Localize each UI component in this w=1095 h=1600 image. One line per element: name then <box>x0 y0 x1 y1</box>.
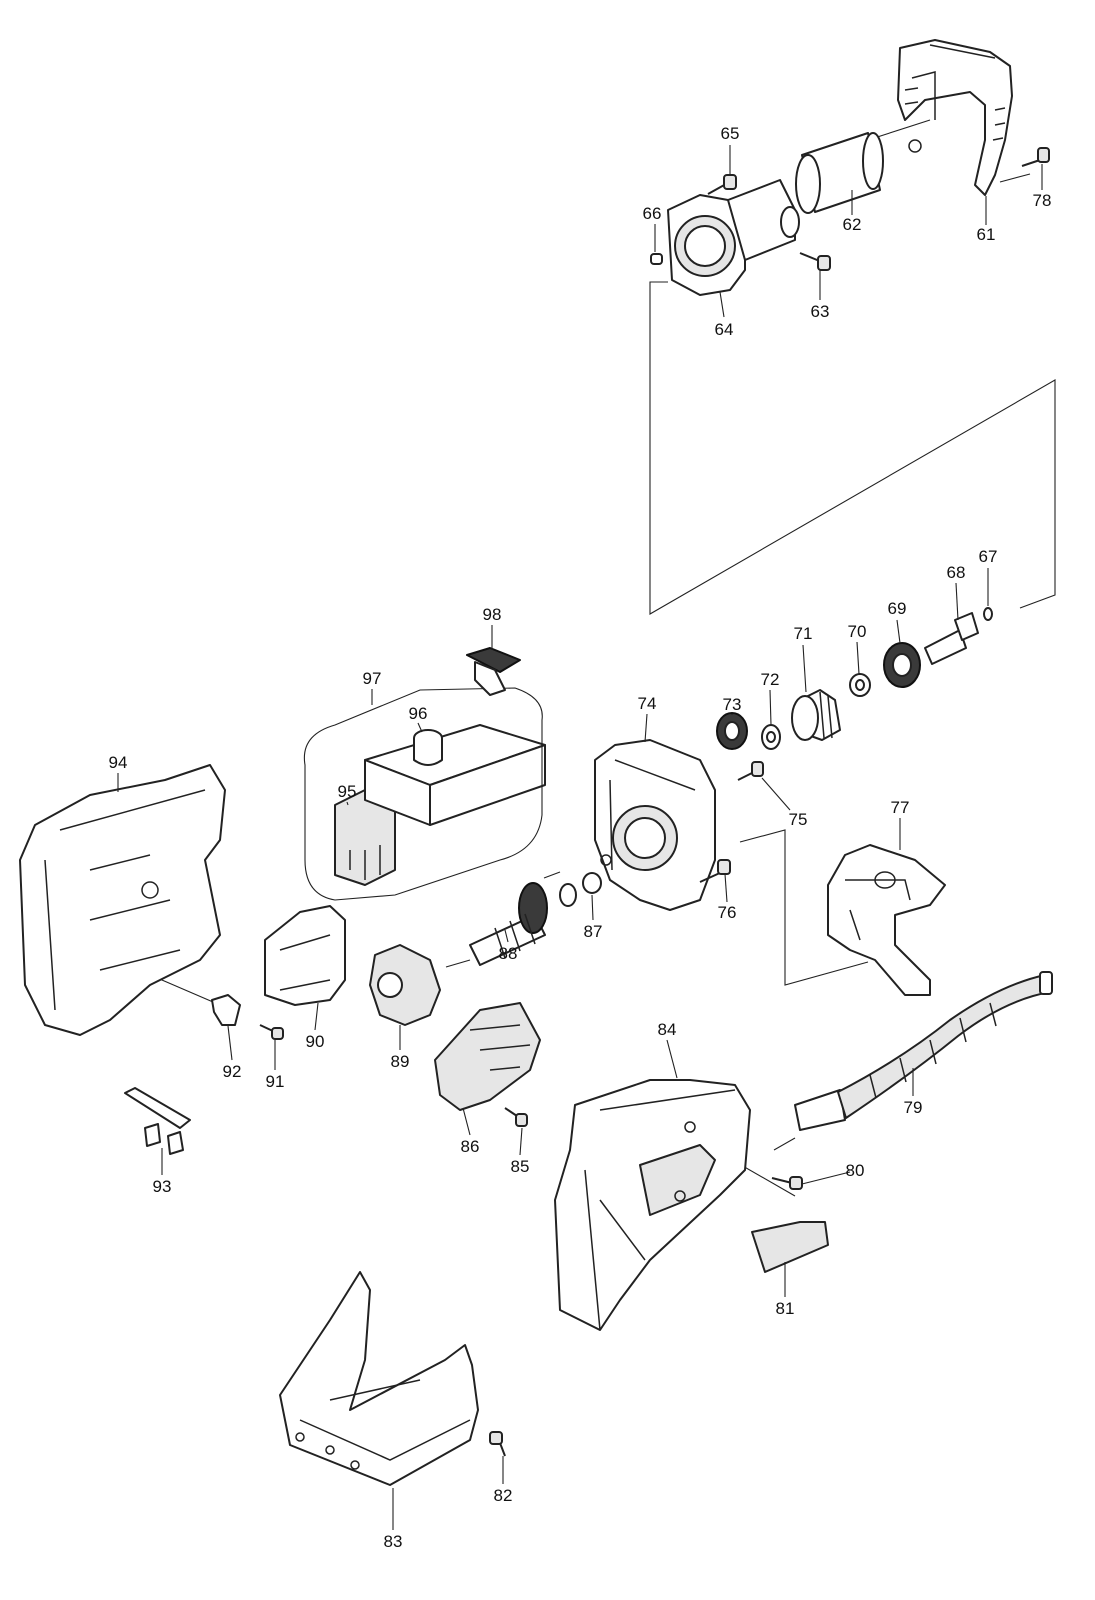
part-64-gear-housing <box>667 179 800 296</box>
part-69-bearing <box>883 642 921 688</box>
label-86: 86 <box>461 1137 480 1156</box>
part-77-cover <box>827 844 946 996</box>
part-76-screw <box>699 859 731 883</box>
label-80: 80 <box>846 1161 865 1180</box>
label-70: 70 <box>848 622 867 641</box>
part-83-stand <box>279 1271 479 1486</box>
part-73-bearing <box>716 712 748 750</box>
part-75-screw <box>737 761 764 781</box>
label-83: 83 <box>384 1532 403 1551</box>
label-87: 87 <box>584 922 603 941</box>
part-72-washer <box>761 724 781 750</box>
part-65-screw <box>707 174 737 195</box>
part-63-screw <box>799 252 831 271</box>
label-93: 93 <box>153 1177 172 1196</box>
part-labels: 61 62 63 64 65 66 67 68 69 70 71 72 73 7… <box>109 124 1052 1551</box>
label-82: 82 <box>494 1486 513 1505</box>
label-67: 67 <box>979 547 998 566</box>
label-62: 62 <box>843 215 862 234</box>
part-81-label <box>751 1221 829 1273</box>
label-91: 91 <box>266 1072 285 1091</box>
part-93-bracket <box>124 1087 191 1155</box>
part-92-clip <box>211 994 241 1026</box>
label-96: 96 <box>409 704 428 723</box>
part-68-shaft <box>924 612 979 665</box>
part-86-switch <box>434 1002 541 1111</box>
label-95: 95 <box>338 782 357 801</box>
label-77: 77 <box>891 798 910 817</box>
label-66: 66 <box>643 204 662 223</box>
label-81: 81 <box>776 1299 795 1318</box>
part-90-holder <box>264 905 346 1006</box>
part-87-ring <box>582 872 602 894</box>
part-71-gear <box>791 689 841 741</box>
label-88: 88 <box>499 944 518 963</box>
label-69: 69 <box>888 599 907 618</box>
label-63: 63 <box>811 302 830 321</box>
part-62-sleeve <box>795 132 884 214</box>
label-68: 68 <box>947 563 966 582</box>
part-89-stator <box>369 944 441 1026</box>
label-64: 64 <box>715 320 734 339</box>
part-91-screw <box>259 1024 284 1040</box>
label-85: 85 <box>511 1157 530 1176</box>
label-73: 73 <box>723 695 742 714</box>
label-84: 84 <box>658 1020 677 1039</box>
label-71: 71 <box>794 624 813 643</box>
label-76: 76 <box>718 903 737 922</box>
label-94: 94 <box>109 753 128 772</box>
label-79: 79 <box>904 1098 923 1117</box>
part-66-pin <box>650 253 663 265</box>
part-84-housing <box>554 1079 751 1331</box>
part-70-washer <box>849 673 871 697</box>
label-98: 98 <box>483 605 502 624</box>
part-85-screw <box>504 1107 528 1127</box>
part-78-screw <box>1021 147 1050 167</box>
part-82-screw <box>489 1431 506 1457</box>
part-61-handle-cover <box>897 39 1013 196</box>
label-90: 90 <box>306 1032 325 1051</box>
leader-lines <box>117 145 1043 1530</box>
label-61: 61 <box>977 225 996 244</box>
label-72: 72 <box>761 670 780 689</box>
label-89: 89 <box>391 1052 410 1071</box>
label-74: 74 <box>638 694 657 713</box>
part-97-assembly-outline <box>303 687 543 901</box>
part-80-screw <box>771 1176 803 1190</box>
label-97: 97 <box>363 669 382 688</box>
part-94-housing <box>19 764 226 1036</box>
label-75: 75 <box>789 810 808 829</box>
part-79-hose <box>794 971 1053 1131</box>
label-78: 78 <box>1033 191 1052 210</box>
part-74-bracket <box>594 739 716 911</box>
part-96-block <box>364 724 546 826</box>
label-65: 65 <box>721 124 740 143</box>
label-92: 92 <box>223 1062 242 1081</box>
part-98-knob <box>466 647 521 696</box>
part-67-o-ring <box>983 607 993 621</box>
part-88-armature <box>469 882 577 966</box>
